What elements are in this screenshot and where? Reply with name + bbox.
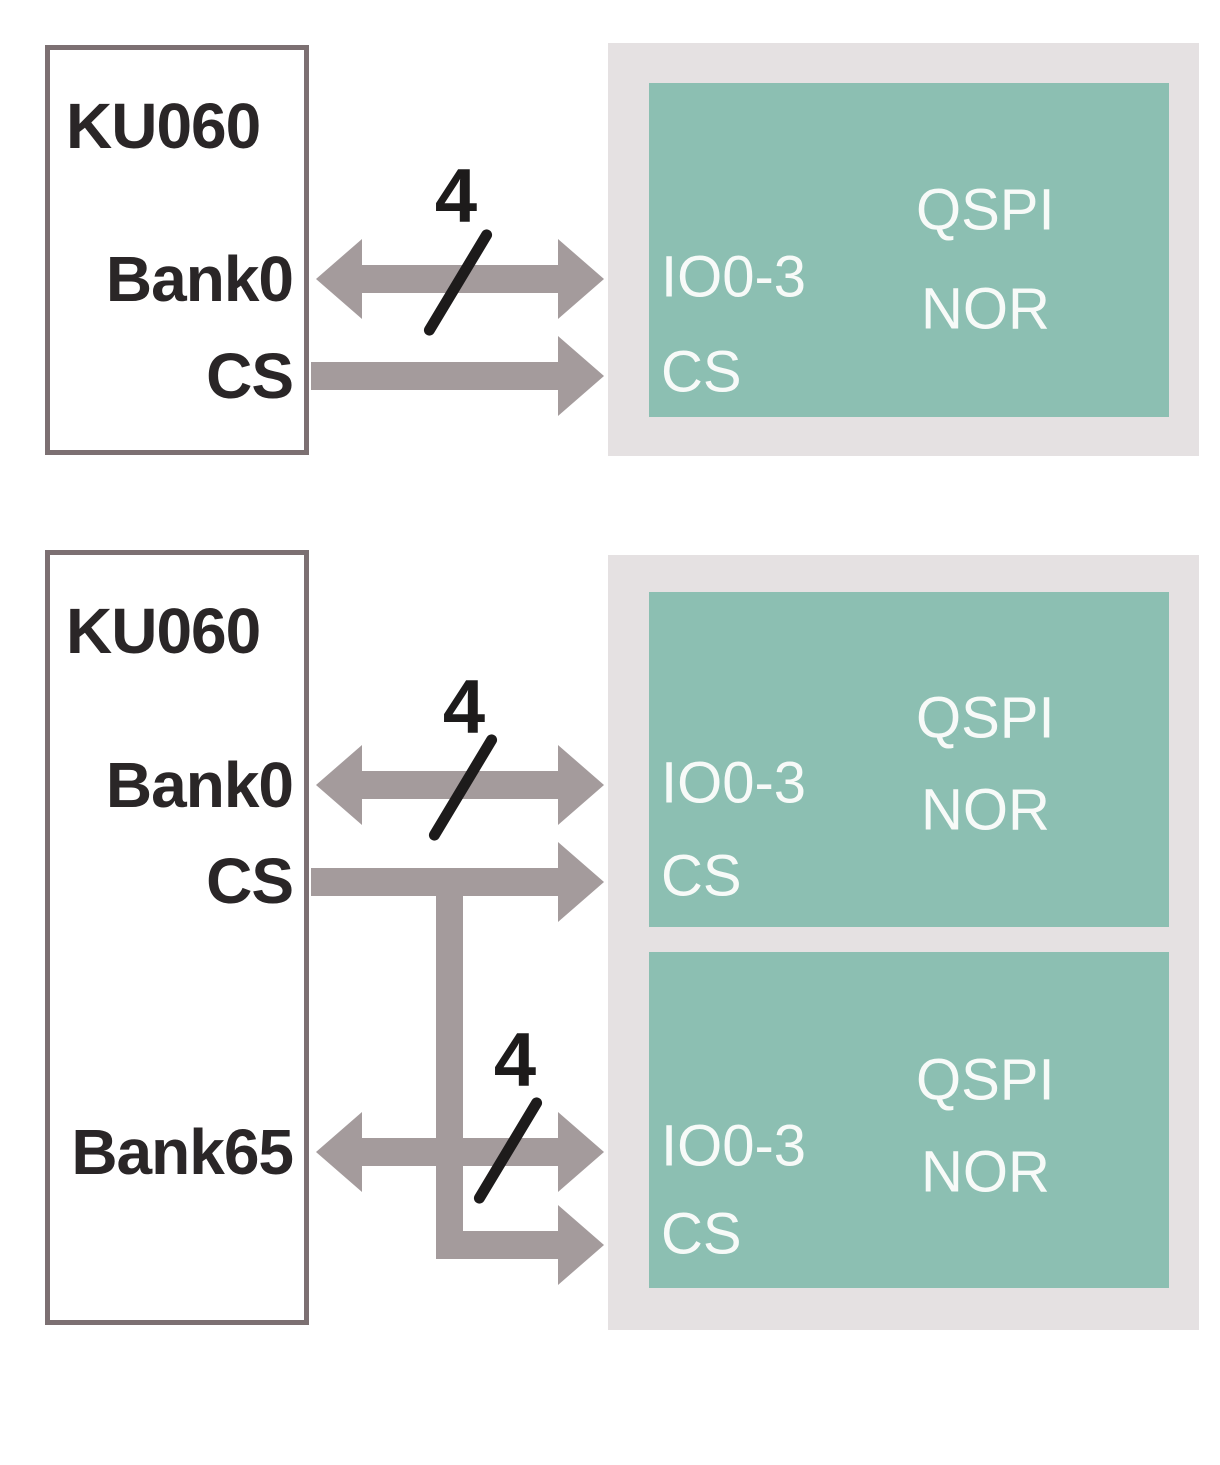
chip-name-qspi: QSPI bbox=[916, 1047, 1055, 1113]
pin-label-cs: CS bbox=[661, 1201, 742, 1267]
cs-branch-trunk bbox=[436, 882, 463, 1259]
cs-line-shaft bbox=[311, 362, 566, 390]
chip-name-qspi: QSPI bbox=[916, 177, 1055, 243]
chip-name-qspi: QSPI bbox=[916, 685, 1055, 751]
pin-label-cs: CS bbox=[661, 339, 742, 405]
port-label-bank65: Bank65 bbox=[71, 1116, 294, 1188]
pin-label-io0-3: IO0-3 bbox=[661, 1113, 807, 1179]
data-bus-shaft bbox=[354, 1138, 566, 1166]
fpga-title: KU060 bbox=[66, 595, 261, 667]
bus-width-label: 4 bbox=[493, 1017, 537, 1103]
port-label-cs: CS bbox=[206, 340, 294, 412]
chip-name-nor: NOR bbox=[921, 777, 1050, 843]
bus-width-label: 4 bbox=[442, 664, 486, 750]
cs-line-arrowhead bbox=[558, 842, 604, 922]
fpga-box bbox=[45, 45, 309, 455]
qspi-nor-chip-2 bbox=[649, 952, 1169, 1288]
data-bus-arrowhead-right bbox=[558, 745, 604, 825]
bus-width-label: 4 bbox=[434, 153, 478, 239]
cs-line-arrowhead bbox=[558, 336, 604, 416]
pin-label-cs: CS bbox=[661, 843, 742, 909]
qspi-nor-chip bbox=[649, 83, 1169, 417]
pin-label-io0-3: IO0-3 bbox=[661, 750, 807, 816]
port-label-bank0: Bank0 bbox=[105, 243, 294, 315]
pin-label-io0-3: IO0-3 bbox=[661, 244, 807, 310]
fpga-title: KU060 bbox=[66, 90, 261, 162]
cs-branch-arrowhead bbox=[558, 1205, 604, 1285]
cs-branch-shaft bbox=[436, 1231, 566, 1259]
port-label-bank0: Bank0 bbox=[105, 749, 294, 821]
port-label-cs: CS bbox=[206, 845, 294, 917]
fpga-box bbox=[45, 550, 309, 1325]
data-bus-arrowhead-right bbox=[558, 239, 604, 319]
qspi-nor-chip-1 bbox=[649, 592, 1169, 927]
data-bus-arrowhead-right bbox=[558, 1112, 604, 1192]
chip-name-nor: NOR bbox=[921, 1139, 1050, 1205]
chip-name-nor: NOR bbox=[921, 276, 1050, 342]
